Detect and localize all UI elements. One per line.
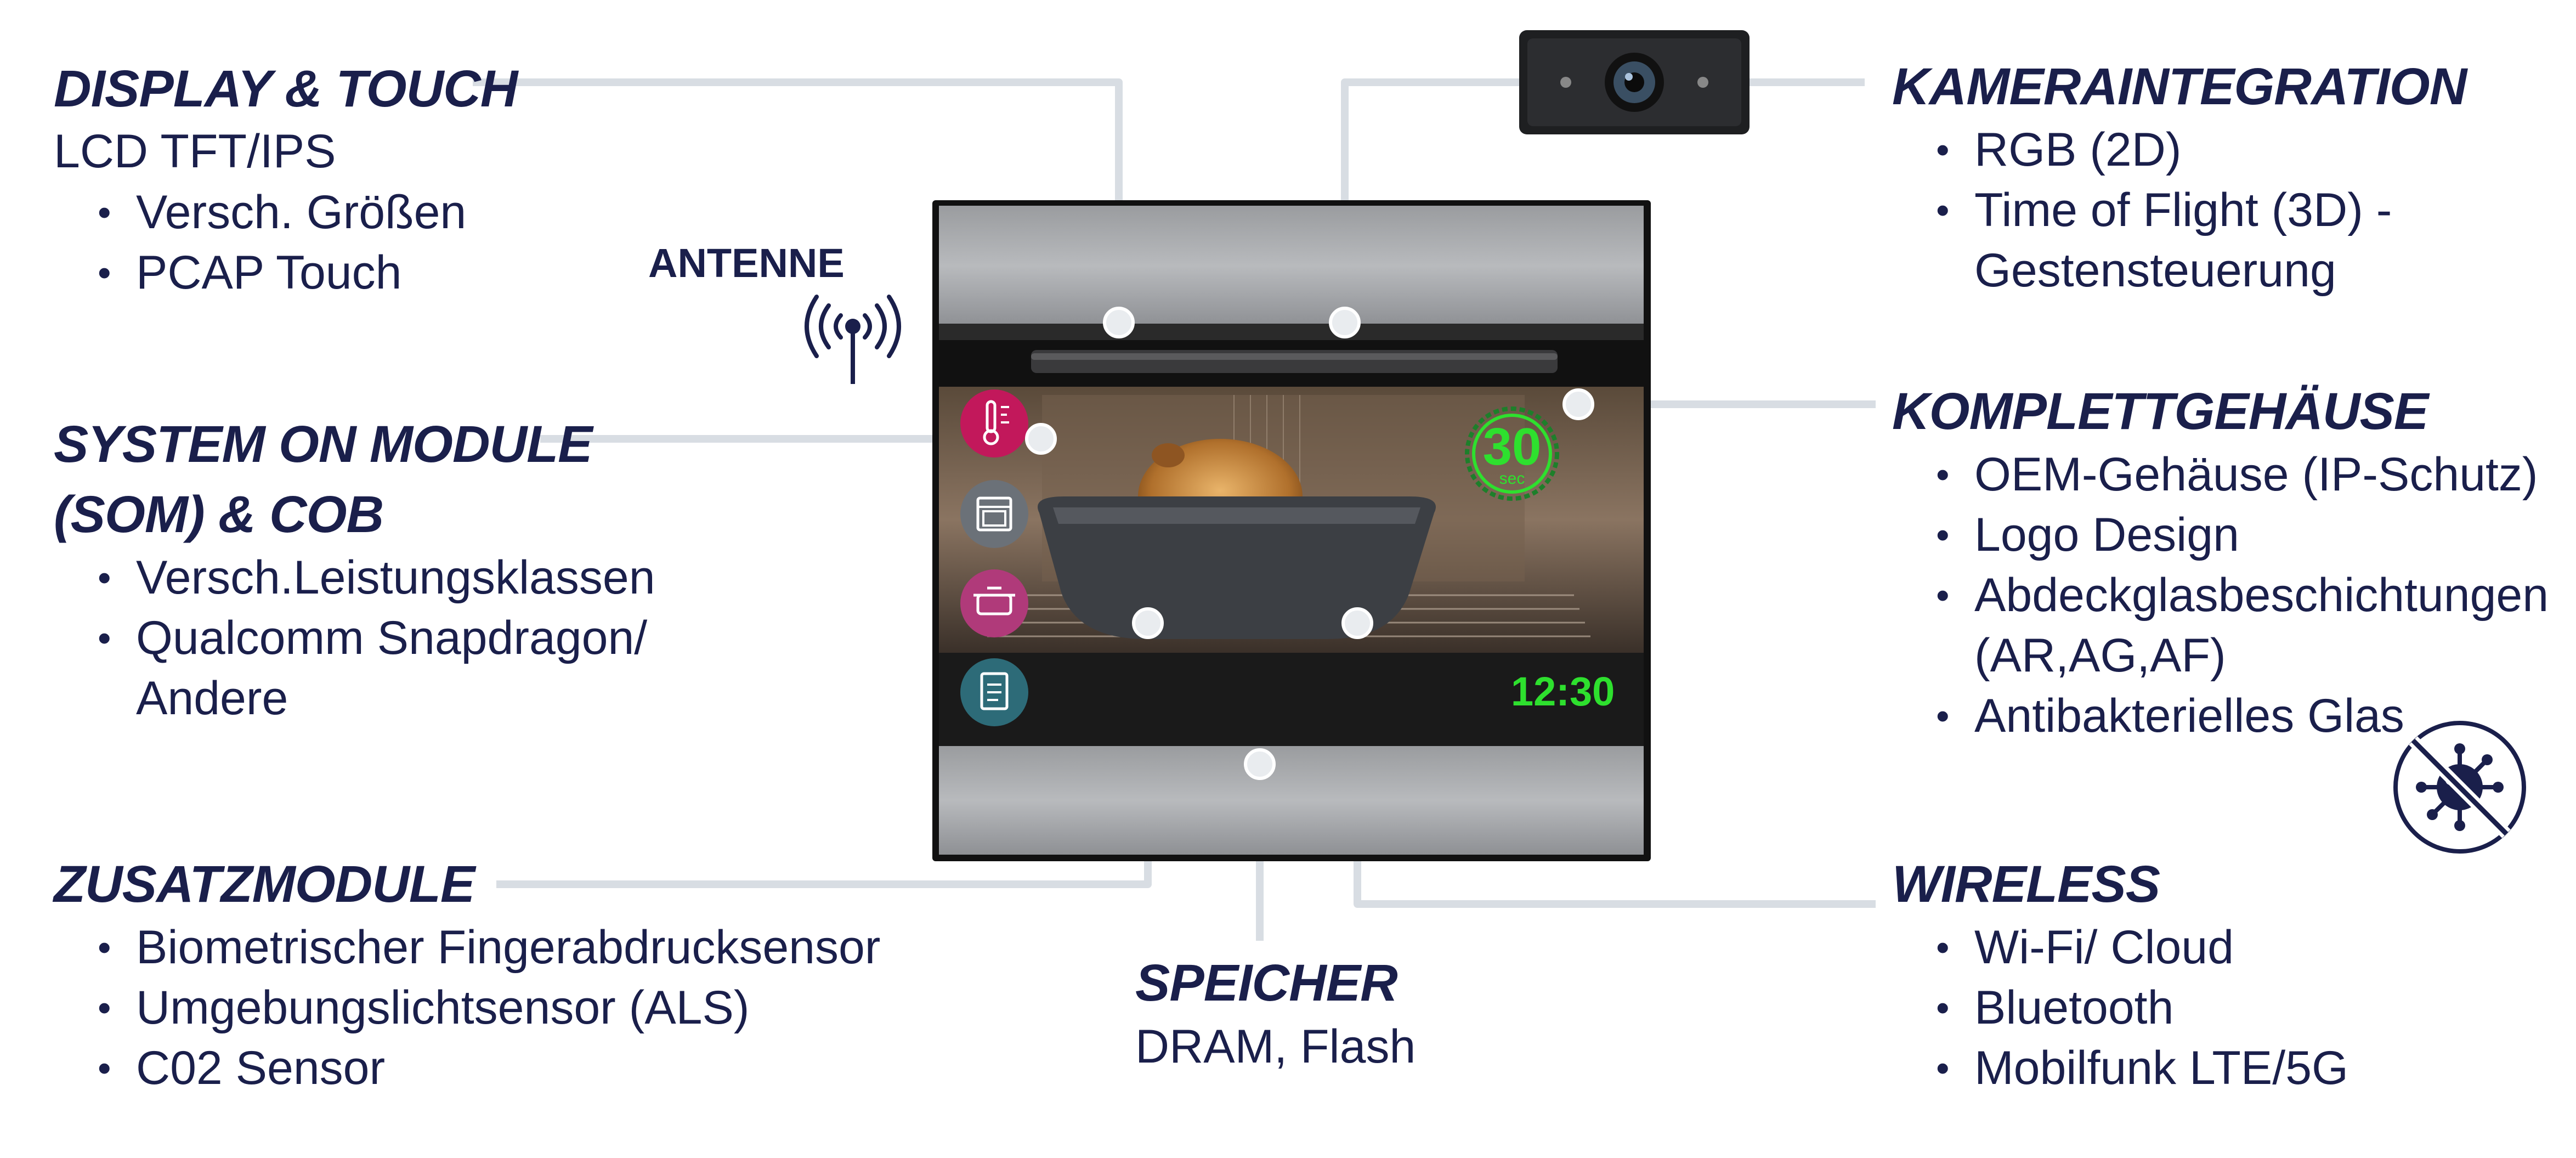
list-item: OEM-Gehäuse (IP-Schutz) <box>1892 444 2549 505</box>
timer-value: 30 <box>1482 417 1542 476</box>
list-item: Wi-Fi/ Cloud <box>1892 917 2348 978</box>
display-touch-heading: DISPLAY & TOUCH <box>54 60 518 118</box>
screen-clock: 12:30 <box>1511 669 1615 714</box>
antenna-signal-icon <box>805 295 901 384</box>
gehaeuse-section: KOMPLETTGEHÄUSE OEM-Gehäuse (IP-Schutz) … <box>1892 379 2549 746</box>
list-item: PCAP Touch <box>54 242 517 303</box>
list-item-continuation: Gestensteuerung <box>1974 244 2336 297</box>
speicher-subtitle: DRAM, Flash <box>1135 1020 1416 1073</box>
list-item: Antibakterielles Glas <box>1892 686 2549 746</box>
som-heading-line1: SYSTEM ON MODULE <box>54 415 593 473</box>
pot-icon[interactable] <box>960 569 1028 637</box>
timer-unit: sec <box>1499 470 1525 488</box>
list-item: Abdeckglasbeschichtungen <box>1892 565 2549 625</box>
list-item: Qualcomm Snapdragon/ <box>54 608 655 668</box>
list-item: Time of Flight (3D) - <box>1892 180 2466 240</box>
dot-display <box>1103 307 1135 338</box>
thermometer-icon[interactable] <box>960 389 1028 457</box>
dot-zusatz <box>1132 607 1164 639</box>
dot-speicher <box>1244 748 1276 780</box>
roasting-pot <box>1038 496 1436 639</box>
list-item: Bluetooth <box>1892 978 2348 1038</box>
dot-wireless <box>1341 607 1373 639</box>
som-list: Versch.Leistungsklassen Qualcomm Snapdra… <box>54 547 655 728</box>
list-item: Mobilfunk LTE/5G <box>1892 1038 2348 1098</box>
list-item: Umgebungslichtsensor (ALS) <box>54 978 880 1038</box>
list-item: Versch.Leistungsklassen <box>54 547 655 608</box>
no-virus-icon <box>2393 721 2526 854</box>
dot-camera <box>1329 307 1361 338</box>
gehaeuse-heading: KOMPLETTGEHÄUSE <box>1892 382 2428 440</box>
list-item: Versch. Größen <box>54 182 517 242</box>
list-item-continuation: (AR,AG,AF) <box>1974 629 2226 682</box>
list-item: RGB (2D) <box>1892 120 2466 180</box>
camera-module-icon <box>1519 30 1750 134</box>
display-touch-section: DISPLAY & TOUCH LCD TFT/IPS Versch. Größ… <box>54 56 518 303</box>
recipe-icon[interactable] <box>960 658 1028 726</box>
kamera-section: KAMERAINTEGRATION RGB (2D) Time of Fligh… <box>1892 54 2467 301</box>
zusatzmodule-heading: ZUSATZMODULE <box>54 855 475 913</box>
oven-bottom-panel <box>939 746 1644 855</box>
oven-icon[interactable] <box>960 480 1028 548</box>
oven-top-panel <box>939 206 1644 326</box>
som-heading-line2: (SOM) & COB <box>54 485 384 544</box>
display-touch-subtitle: LCD TFT/IPS <box>54 125 336 178</box>
dot-housing <box>1562 388 1594 420</box>
list-item: Logo Design <box>1892 505 2549 565</box>
wireless-section: WIRELESS Wi-Fi/ Cloud Bluetooth Mobilfun… <box>1892 851 2348 1098</box>
timer-ring <box>1465 406 1559 501</box>
wireless-heading: WIRELESS <box>1892 855 2160 913</box>
dot-som <box>1025 423 1057 455</box>
zusatzmodule-section: ZUSATZMODULE Biometrischer Fingerabdruck… <box>54 851 880 1098</box>
list-item-continuation: Andere <box>136 672 288 725</box>
kamera-heading: KAMERAINTEGRATION <box>1892 58 2467 116</box>
speicher-heading: SPEICHER <box>1135 954 1398 1012</box>
wireless-list: Wi-Fi/ Cloud Bluetooth Mobilfunk LTE/5G <box>1892 917 2348 1098</box>
list-item: C02 Sensor <box>54 1038 880 1098</box>
antenna-label: ANTENNE <box>648 240 845 286</box>
speicher-section: SPEICHER DRAM, Flash <box>1135 950 1416 1077</box>
kamera-list: RGB (2D) Time of Flight (3D) - Gestenste… <box>1892 120 2466 301</box>
gehaeuse-list: OEM-Gehäuse (IP-Schutz) Logo Design Abde… <box>1892 444 2549 746</box>
list-item: Biometrischer Fingerabdrucksensor <box>54 917 880 978</box>
display-touch-list: Versch. Größen PCAP Touch <box>54 182 517 303</box>
som-section: SYSTEM ON MODULE (SOM) & COB Versch.Leis… <box>54 411 655 728</box>
zusatzmodule-list: Biometrischer Fingerabdrucksensor Umgebu… <box>54 917 880 1098</box>
